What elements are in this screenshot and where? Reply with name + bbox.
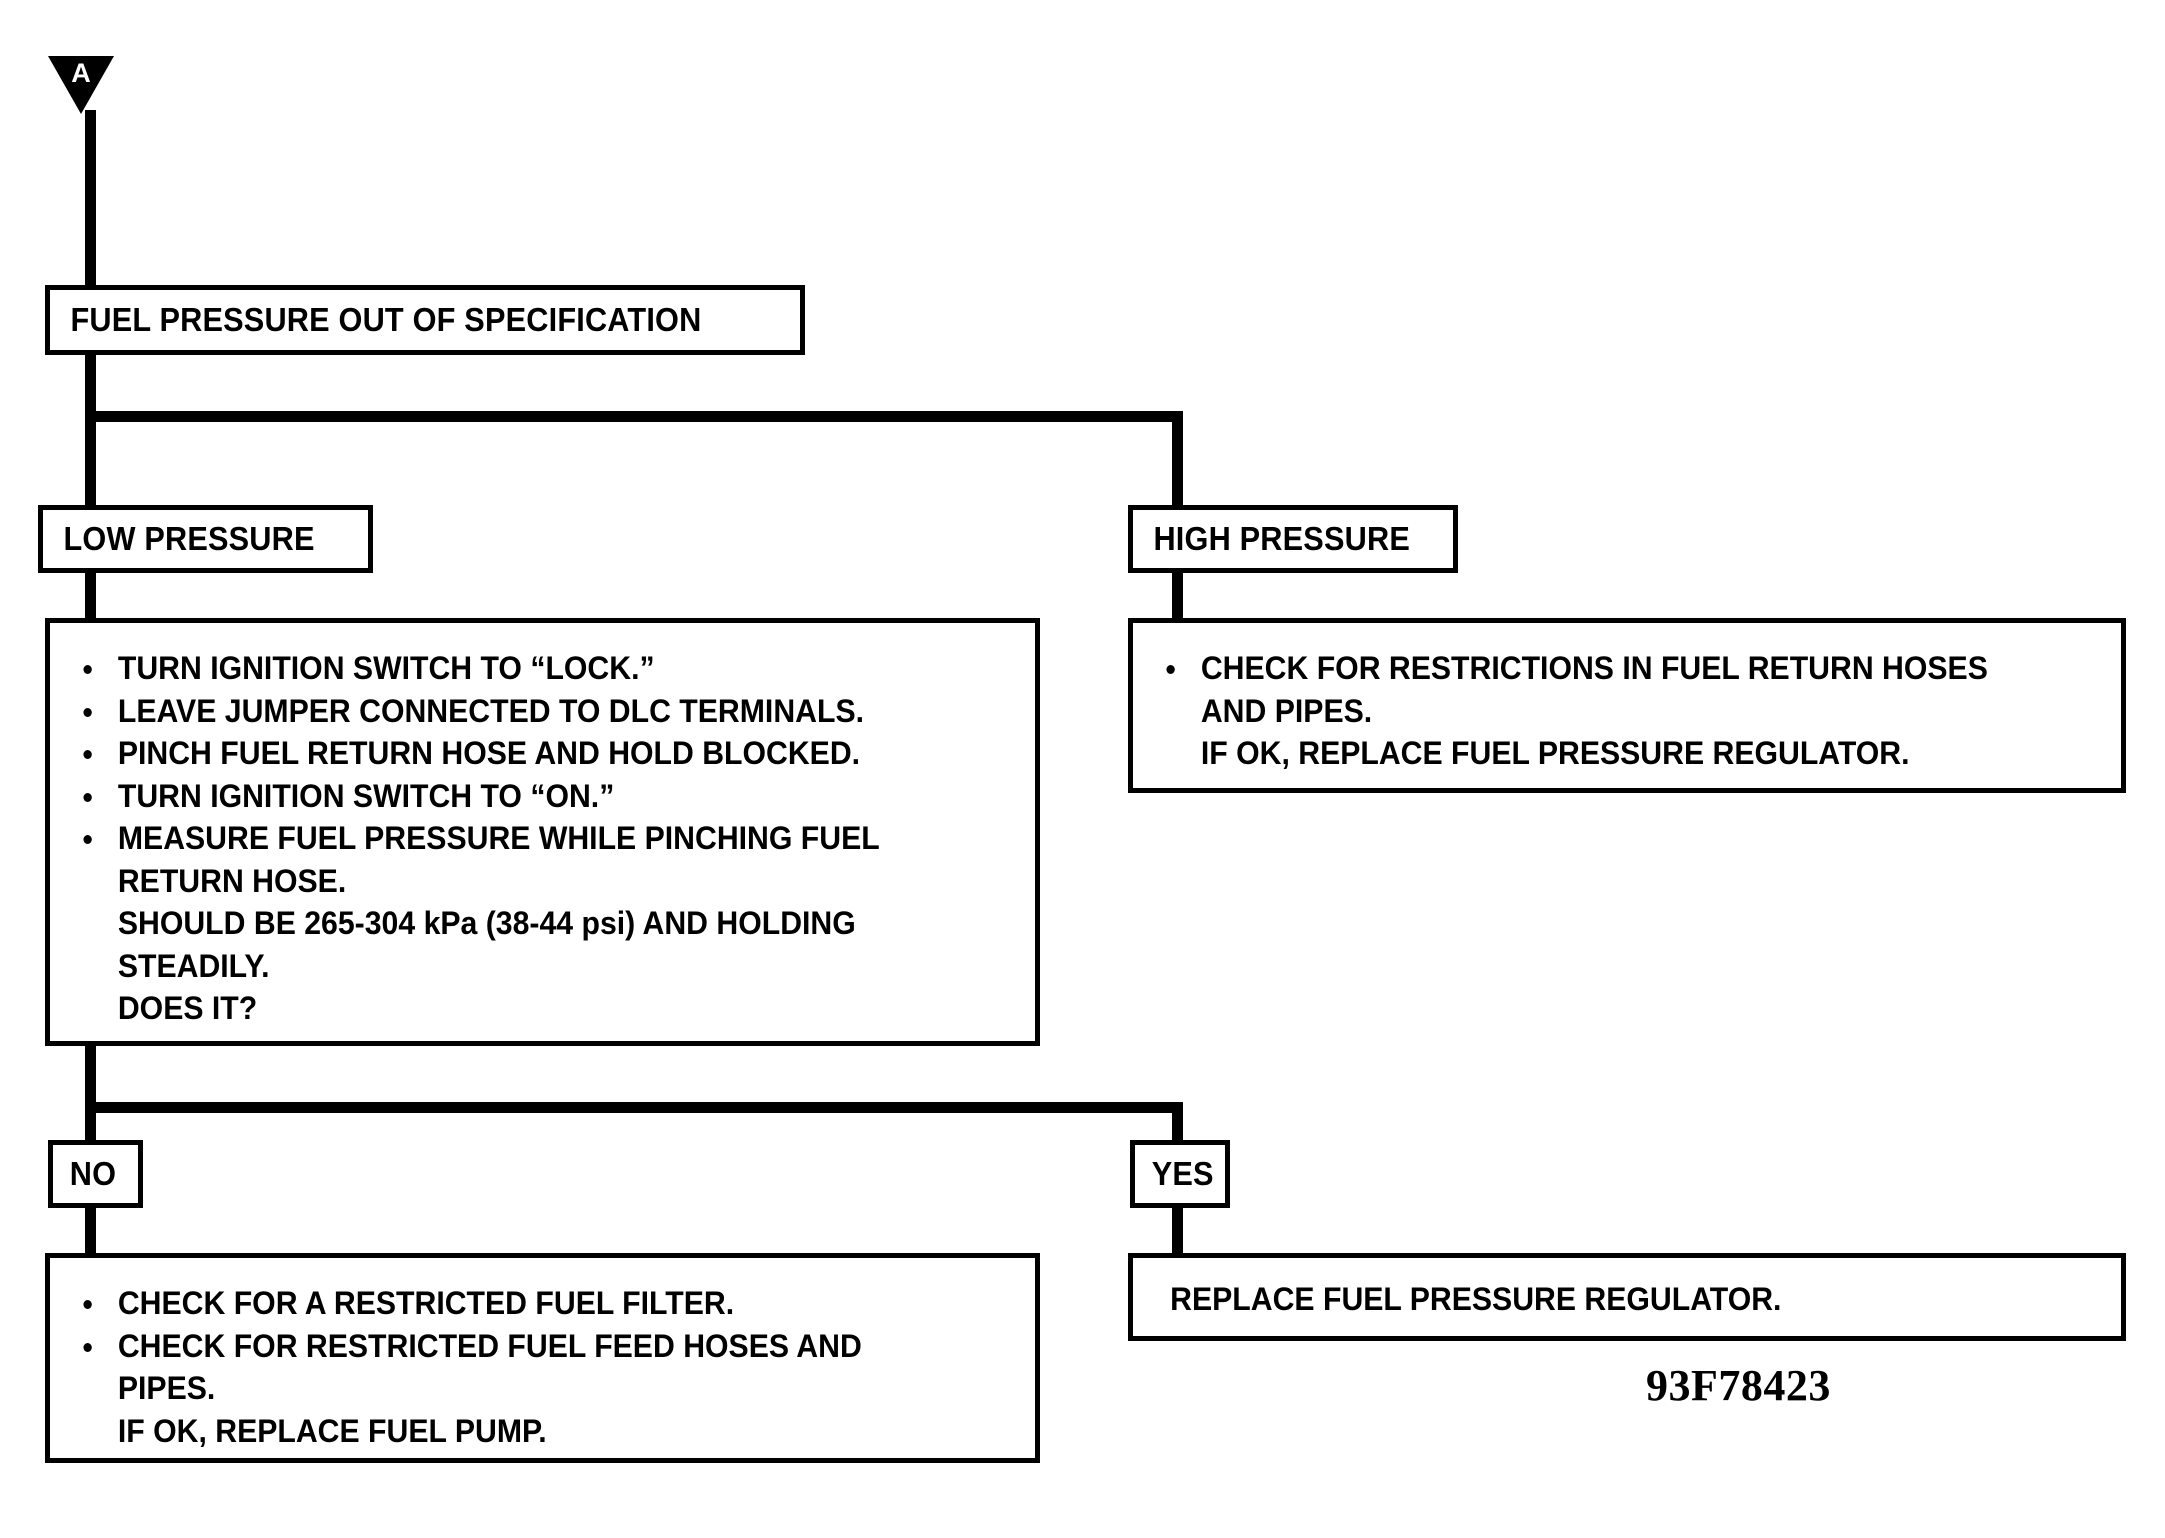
node-low-pressure[interactable]: LOW PRESSURE <box>38 505 373 573</box>
list-item: REPLACE FUEL PRESSURE REGULATOR. <box>1170 1281 1782 1317</box>
connector-line-high-pressure-down <box>1172 570 1183 620</box>
node-no-actions[interactable]: CHECK FOR A RESTRICTED FUEL FILTER. CHEC… <box>45 1253 1040 1463</box>
connector-line-low-actions-down <box>85 1046 96 1182</box>
figure-id: 93F78423 <box>1646 1361 1831 1410</box>
connector-line-yes-down <box>1172 1205 1183 1255</box>
node-label: HIGH PRESSURE <box>1153 519 1410 557</box>
page-connector-a: A <box>48 56 114 114</box>
node-label: YES <box>1151 1154 1214 1192</box>
connector-line-branch-2-horizontal <box>85 1102 1183 1113</box>
node-label: NO <box>69 1154 117 1192</box>
list-item: TURN IGNITION SWITCH TO “LOCK.” <box>76 647 951 690</box>
node-decision-yes[interactable]: YES <box>1130 1140 1230 1208</box>
list-item: CHECK FOR RESTRICTIONS IN FUEL RETURN HO… <box>1159 647 2037 775</box>
node-high-pressure[interactable]: HIGH PRESSURE <box>1128 505 1458 573</box>
node-yes-actions[interactable]: REPLACE FUEL PRESSURE REGULATOR. <box>1128 1253 2126 1341</box>
node-low-pressure-actions[interactable]: TURN IGNITION SWITCH TO “LOCK.” LEAVE JU… <box>45 618 1040 1046</box>
node-fuel-pressure-out-of-spec[interactable]: FUEL PRESSURE OUT OF SPECIFICATION <box>45 285 805 355</box>
connector-line-start-down <box>85 355 96 515</box>
list-item: CHECK FOR RESTRICTED FUEL FEED HOSES AND… <box>76 1325 951 1453</box>
connector-line-branch-1-horizontal <box>85 411 1183 422</box>
list-item: LEAVE JUMPER CONNECTED TO DLC TERMINALS. <box>76 690 951 733</box>
connector-line-entry <box>85 110 96 295</box>
node-label: FUEL PRESSURE OUT OF SPECIFICATION <box>70 300 702 338</box>
connector-line-to-high-pressure <box>1172 411 1183 515</box>
list-item: CHECK FOR A RESTRICTED FUEL FILTER. <box>76 1282 951 1325</box>
page-connector-label: A <box>71 58 91 88</box>
list-item: TURN IGNITION SWITCH TO “ON.” <box>76 775 951 818</box>
list-item: MEASURE FUEL PRESSURE WHILE PINCHING FUE… <box>76 817 951 1030</box>
connector-line-no-down <box>85 1205 96 1255</box>
node-high-pressure-actions[interactable]: CHECK FOR RESTRICTIONS IN FUEL RETURN HO… <box>1128 618 2126 793</box>
node-decision-no[interactable]: NO <box>48 1140 143 1208</box>
connector-line-low-pressure-down <box>85 570 96 620</box>
list-item: PINCH FUEL RETURN HOSE AND HOLD BLOCKED. <box>76 732 951 775</box>
node-label: LOW PRESSURE <box>63 519 315 557</box>
